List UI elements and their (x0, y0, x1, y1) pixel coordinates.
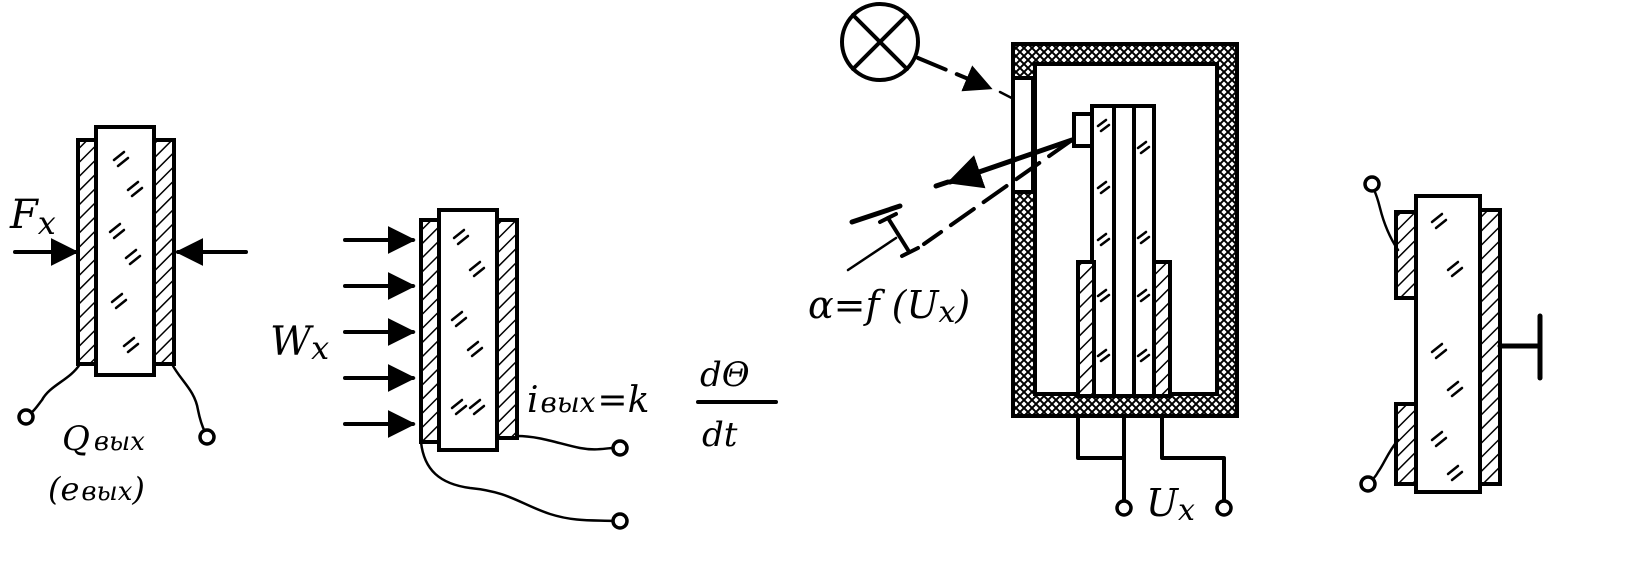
reflected-beam (946, 137, 1075, 189)
terminal-left (1115, 499, 1133, 517)
angle-dimension (886, 216, 910, 252)
mirror (1072, 112, 1094, 148)
angle-leader (846, 236, 898, 272)
terminal-upper (1363, 175, 1381, 193)
voltage-label: Ux (1146, 481, 1195, 528)
electrode-left (419, 218, 441, 444)
terminal-bottom (611, 512, 629, 530)
electrode-upper-left (1394, 210, 1418, 300)
lamp-circle (840, 2, 920, 82)
electrode-right (1478, 208, 1502, 486)
terminal-lower (1359, 475, 1377, 493)
pyro-crystal (437, 208, 499, 452)
figure-3-optical-indicator: α=f (Ux) Ux (808, 2, 1239, 528)
piezo-crystal (94, 125, 156, 377)
lamp-cross-b (851, 13, 909, 71)
terminal-right (1215, 499, 1233, 517)
electrode-left (1076, 260, 1096, 398)
incident-beam (916, 56, 993, 92)
output-current-label: iвых=k (527, 380, 649, 421)
lead-wire-upper (1372, 188, 1400, 252)
radiation-arrows (343, 226, 416, 438)
lead-wire-right (515, 434, 616, 451)
angle-tick-bottom (900, 246, 920, 258)
lead-wire-right (170, 362, 207, 434)
electrode-lower-left (1394, 402, 1418, 486)
fraction-numerator: dΘ (700, 355, 750, 395)
reflected-beam-tail (933, 179, 951, 189)
electrode-left (76, 138, 98, 366)
scale-mark (849, 203, 903, 225)
crystal-marks (108, 150, 144, 354)
crystal-marks (450, 228, 486, 416)
lead-wire-left (1076, 414, 1126, 502)
electrode-right (152, 138, 176, 366)
lead-wire-bottom (419, 440, 616, 523)
lead-wire-left (28, 362, 82, 416)
lead-wire-right (1160, 414, 1226, 502)
electrode-right (1152, 260, 1172, 398)
figure-4-split-electrode-resonator (1359, 175, 1543, 494)
force-label: Fx (9, 192, 56, 242)
terminal-left (17, 408, 35, 426)
figure-2-pyroelectric-transducer: Wx iвых=k dΘ dt (270, 208, 778, 530)
crystal-marks (1096, 118, 1151, 363)
radiation-label: Wx (270, 319, 329, 367)
fraction-denominator: dt (702, 415, 738, 455)
angle-tick-top (878, 212, 898, 224)
crystal-marks (1430, 212, 1464, 482)
electrode-right (495, 218, 519, 440)
angle-formula: α=f (Ux) (808, 283, 970, 330)
window (1011, 76, 1035, 194)
terminal-right (198, 428, 216, 446)
piezo-crystal (1414, 194, 1482, 494)
terminal-right (611, 439, 629, 457)
output-emf-label: (eвых) (48, 470, 145, 508)
reference-beam (922, 138, 1074, 246)
bimorph-plate-outer (1090, 104, 1156, 398)
